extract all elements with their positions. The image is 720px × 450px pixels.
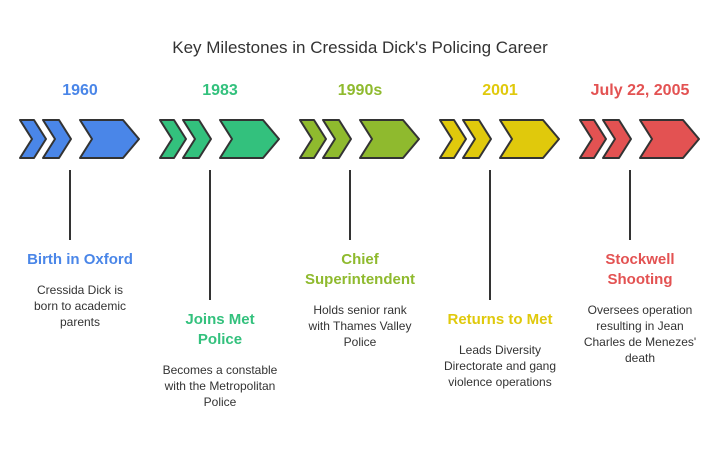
milestone-description: Leads Diversity Directorate and gang vio… xyxy=(443,343,557,389)
milestone-description: Oversees operation resulting in Jean Cha… xyxy=(583,303,697,365)
milestone-year: 1990s xyxy=(337,82,383,99)
chevron-arrows-icon xyxy=(19,119,140,159)
milestone-year: July 22, 2005 xyxy=(590,82,690,99)
milestone-july-22-2005: July 22, 2005 Stockwell Shooting Oversee… xyxy=(570,0,710,450)
milestone-year: 1983 xyxy=(202,82,238,99)
chevron-arrows-icon xyxy=(159,119,280,159)
milestone-description: Cressida Dick is born to academic parent… xyxy=(33,283,127,329)
connector-line xyxy=(489,170,491,300)
milestone-1983: 1983 Joins Met Police Becomes a constabl… xyxy=(150,0,290,450)
diagram-title: Key Milestones in Cressida Dick's Polici… xyxy=(172,38,548,57)
milestone-2001: 2001 Returns to Met Leads Diversity Dire… xyxy=(430,0,570,450)
milestone-heading: Stockwell Shooting xyxy=(605,251,675,288)
milestone-year: 2001 xyxy=(482,82,518,99)
connector-line xyxy=(209,170,211,300)
chevron-arrows-icon xyxy=(299,119,420,159)
milestone-heading: Chief Superintendent xyxy=(304,251,415,288)
connector-line xyxy=(349,170,351,240)
connector-line xyxy=(629,170,631,240)
milestone-1960: 1960 Birth in Oxford Cressida Dick is bo… xyxy=(10,0,150,450)
milestone-1990s: 1990s Chief Superintendent Holds senior … xyxy=(290,0,430,450)
milestone-heading: Returns to Met xyxy=(447,311,553,328)
chevron-arrows-icon xyxy=(579,119,700,159)
chevron-arrows-icon xyxy=(439,119,560,159)
milestone-heading: Birth in Oxford xyxy=(27,251,133,268)
milestone-heading: Joins Met Police xyxy=(185,311,255,348)
milestone-description: Becomes a constable with the Metropolita… xyxy=(162,363,278,409)
milestone-description: Holds senior rank with Thames Valley Pol… xyxy=(308,303,412,349)
milestone-year: 1960 xyxy=(62,82,98,99)
connector-line xyxy=(69,170,71,240)
